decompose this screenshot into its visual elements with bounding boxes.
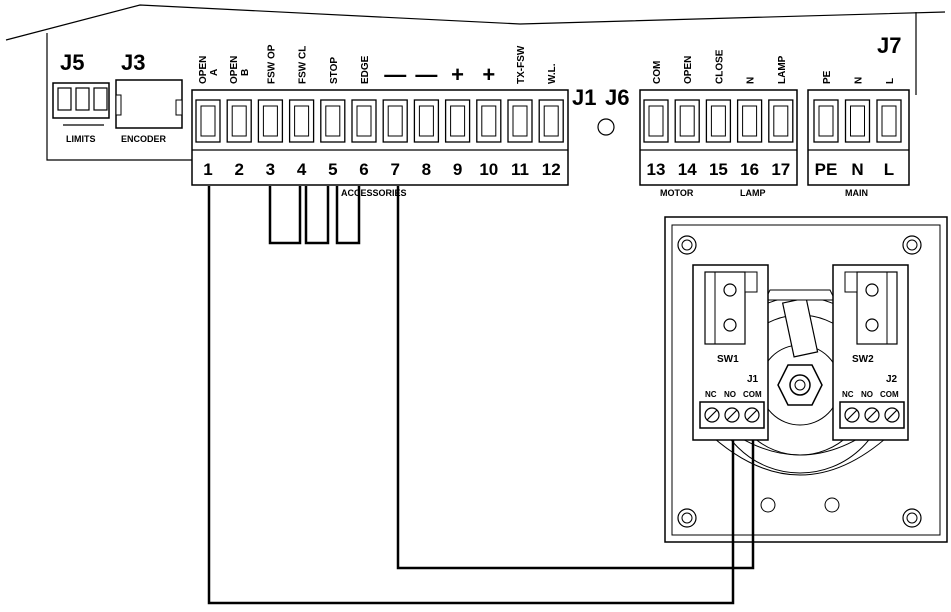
switch-sw1: SW1 J1 NC NO COM bbox=[692, 264, 769, 441]
connector-j5-j3: J5 J3 LIMITS ENCODER bbox=[52, 50, 183, 144]
terminal-number: 12 bbox=[542, 160, 561, 179]
terminal-slot-inner bbox=[679, 105, 695, 137]
terminal-slot-inner bbox=[481, 105, 497, 137]
terminal-label: COM bbox=[652, 61, 663, 84]
terminal-number: N bbox=[851, 160, 863, 179]
terminal-slot-inner bbox=[818, 105, 834, 137]
sw1-nc-label: NC bbox=[705, 390, 717, 399]
terminal-number: 3 bbox=[266, 160, 275, 179]
j7-label: J7 bbox=[877, 33, 901, 58]
terminal-label: N bbox=[854, 77, 865, 84]
lamp-label: LAMP bbox=[740, 188, 766, 198]
terminal-slot-inner bbox=[294, 105, 310, 137]
terminal-slot-inner bbox=[200, 105, 216, 137]
terminal-label: STOP bbox=[329, 57, 340, 84]
encoder-label: ENCODER bbox=[121, 134, 167, 144]
connector-labels: J1 J6 J7 bbox=[572, 33, 901, 136]
terminal-slot-inner bbox=[543, 105, 559, 137]
terminal-slot-inner bbox=[325, 105, 341, 137]
terminal-number: 5 bbox=[328, 160, 337, 179]
terminal-number: PE bbox=[815, 160, 838, 179]
terminal-slot-inner bbox=[850, 105, 865, 137]
limits-label: LIMITS bbox=[66, 134, 96, 144]
terminal-number: 13 bbox=[647, 160, 666, 179]
sw1-no-label: NO bbox=[724, 390, 736, 399]
terminal-slot-inner bbox=[881, 105, 897, 137]
terminal-slot-inner bbox=[262, 105, 278, 137]
terminal-label: OPENA bbox=[198, 56, 220, 84]
terminal-label: LAMP bbox=[777, 55, 788, 84]
terminal-label: W.L. bbox=[547, 63, 558, 84]
terminal-label: TX-FSW bbox=[516, 45, 527, 84]
terminal-number: 2 bbox=[234, 160, 243, 179]
wire-terminal-7-to-sw1-com bbox=[396, 186, 755, 570]
terminal-number: 1 bbox=[203, 160, 212, 179]
terminal-number: 4 bbox=[297, 160, 307, 179]
terminal-label: OPEN bbox=[683, 56, 694, 84]
terminal-number: 11 bbox=[511, 160, 529, 179]
terminal-slot-inner bbox=[450, 105, 466, 137]
sw2-j2-label: J2 bbox=[886, 374, 898, 385]
terminal-number: 9 bbox=[453, 160, 462, 179]
terminal-label: — bbox=[384, 62, 406, 87]
sw1-label: SW1 bbox=[717, 354, 739, 365]
terminal-number: 8 bbox=[422, 160, 431, 179]
terminal-slot-inner bbox=[710, 105, 726, 137]
terminal-label: FSW CL bbox=[298, 46, 309, 84]
terminal-label: + bbox=[482, 62, 495, 87]
wire-terminal-1-to-sw1-no bbox=[207, 186, 735, 605]
terminal-slot-inner bbox=[742, 105, 758, 137]
j3-label: J3 bbox=[121, 50, 145, 75]
terminal-number: 16 bbox=[740, 160, 759, 179]
accessories-label: ACCESSORIES bbox=[341, 188, 407, 198]
sw2-label: SW2 bbox=[852, 354, 874, 365]
j6-label: J6 bbox=[605, 85, 629, 110]
j5-label: J5 bbox=[60, 50, 84, 75]
terminal-label: — bbox=[415, 62, 437, 87]
motor-label: MOTOR bbox=[660, 188, 694, 198]
wires bbox=[207, 186, 755, 605]
terminal-label: PE bbox=[822, 70, 833, 84]
terminal-slot-inner bbox=[648, 105, 664, 137]
terminal-number: 6 bbox=[359, 160, 368, 179]
terminal-label: CLOSE bbox=[714, 49, 725, 84]
terminal-label: EDGE bbox=[360, 55, 371, 84]
terminal-number: 14 bbox=[678, 160, 697, 179]
terminal-number: 10 bbox=[479, 160, 498, 179]
j1-label: J1 bbox=[572, 85, 596, 110]
jumpers bbox=[268, 186, 361, 245]
terminal-number: L bbox=[884, 160, 894, 179]
terminal-number: 7 bbox=[390, 160, 399, 179]
terminal-label: FSW OP bbox=[266, 44, 277, 84]
mounting-hole bbox=[597, 118, 615, 136]
sw2-no-label: NO bbox=[861, 390, 873, 399]
terminal-label: L bbox=[885, 78, 896, 84]
sw1-j1-label: J1 bbox=[747, 374, 759, 385]
terminal-number: 17 bbox=[771, 160, 790, 179]
limit-switch-box: SW1 J1 NC NO COM SW2 J2 NC NO COM bbox=[664, 216, 948, 543]
terminal-slot-inner bbox=[418, 105, 434, 137]
terminal-label: + bbox=[451, 62, 464, 87]
terminal-slot-inner bbox=[231, 105, 247, 137]
control-board bbox=[5, 4, 946, 161]
main-label: MAIN bbox=[845, 188, 868, 198]
terminal-slot-inner bbox=[387, 105, 403, 137]
sw1-com-label: COM bbox=[743, 390, 762, 399]
terminal-number: 15 bbox=[709, 160, 728, 179]
sw2-com-label: COM bbox=[880, 390, 899, 399]
terminals: 1 OPENA 2 OPENB 3 FSW OP 4 FSW CL 5 STOP 6 EDGE 7 — 8 —… bbox=[195, 44, 902, 179]
terminal-slot-inner bbox=[773, 105, 789, 137]
terminal-slot-inner bbox=[356, 105, 372, 137]
sw2-nc-label: NC bbox=[842, 390, 854, 399]
cam-mechanism bbox=[704, 289, 896, 476]
switch-sw2: SW2 J2 NC NO COM bbox=[832, 264, 909, 441]
terminal-label: OPENB bbox=[229, 56, 251, 84]
terminal-slot-inner bbox=[512, 105, 528, 137]
terminal-label: N bbox=[746, 77, 757, 84]
